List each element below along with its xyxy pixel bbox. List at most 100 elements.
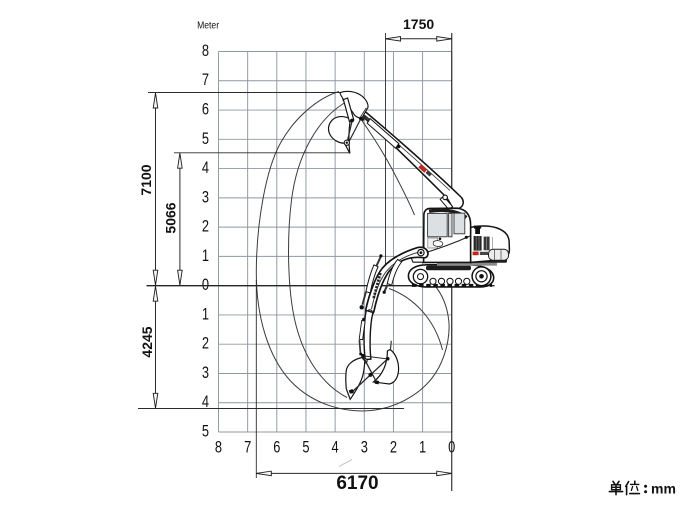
y-axis-labels: 8 7 6 5 4 3 2 1 0 1 2 3 4 5 bbox=[202, 43, 209, 441]
dimension-arrow bbox=[436, 35, 452, 42]
dimension-value-6170: 6170 bbox=[336, 473, 378, 494]
pin-dot bbox=[361, 118, 365, 121]
x-axis-label: 4 bbox=[332, 439, 339, 457]
detail-circle bbox=[417, 273, 424, 281]
windshield bbox=[427, 212, 448, 238]
dimension-value-5066: 5066 bbox=[163, 202, 179, 233]
working-envelope-curves bbox=[255, 91, 450, 412]
machine-detail-line bbox=[348, 118, 362, 143]
dimension-4245: 4245 bbox=[138, 286, 404, 409]
machine-part bbox=[386, 258, 403, 286]
x-axis-label: 7 bbox=[244, 439, 251, 457]
pin-dot bbox=[362, 317, 366, 321]
y-axis-label: 3 bbox=[202, 189, 209, 207]
detail-rect bbox=[473, 236, 482, 251]
boom-logo-text bbox=[425, 170, 432, 177]
detail-circle bbox=[454, 277, 463, 285]
machine-part bbox=[366, 117, 400, 149]
machine-part bbox=[327, 115, 352, 154]
pin-dot bbox=[379, 254, 383, 258]
x-axis-label: 6 bbox=[273, 439, 280, 457]
dimension-arrow bbox=[256, 470, 272, 477]
hanzi-dan bbox=[608, 480, 624, 496]
dimension-arrow bbox=[152, 92, 159, 109]
fullwidth-colon bbox=[644, 484, 648, 494]
dimension-5066: 5066 bbox=[163, 152, 350, 286]
boom-logo bbox=[418, 164, 432, 177]
x-axis-label: 1 bbox=[419, 439, 426, 457]
y-axis-label: 4 bbox=[202, 160, 209, 178]
detail-line bbox=[616, 480, 620, 485]
exhaust-stack bbox=[475, 228, 480, 234]
detail-line bbox=[375, 256, 382, 267]
envelope-inner-arc bbox=[288, 101, 348, 398]
detail-line bbox=[635, 485, 639, 492]
dimension-7100: 7100 bbox=[138, 92, 346, 286]
track-frame-band bbox=[426, 265, 471, 271]
dimension-arrow bbox=[152, 286, 159, 302]
boom-cylinder-lowered bbox=[382, 258, 403, 294]
pin-dot bbox=[359, 305, 364, 310]
road-wheels bbox=[429, 277, 471, 285]
engine-vents bbox=[473, 236, 490, 252]
machine-detail-line bbox=[360, 107, 367, 118]
x-axis-label: 2 bbox=[390, 439, 397, 457]
machine-detail-line bbox=[363, 355, 388, 360]
detail-circle bbox=[442, 194, 448, 201]
machine-detail-line bbox=[389, 340, 392, 351]
pin-dot bbox=[361, 353, 365, 358]
detail-circle bbox=[644, 484, 648, 488]
machine-detail-line bbox=[346, 120, 353, 142]
y-axis-label: 5 bbox=[202, 423, 209, 441]
dimension-6170: 6170 bbox=[255, 280, 452, 494]
machine-part bbox=[371, 348, 400, 385]
machine-part bbox=[363, 309, 374, 361]
dimension-1750: 1750 bbox=[385, 16, 452, 268]
y-axis-label: 1 bbox=[202, 247, 209, 265]
y-axis-label: 4 bbox=[202, 394, 209, 412]
detail-line bbox=[358, 339, 362, 353]
y-axis-label: 2 bbox=[202, 335, 209, 353]
axis-unit-label: Meter bbox=[197, 20, 220, 32]
y-axis-label: 7 bbox=[202, 72, 209, 90]
boom-logo-red bbox=[418, 164, 428, 173]
pin-dot bbox=[396, 144, 401, 149]
dimension-arrow bbox=[436, 470, 452, 477]
dimension-arrow bbox=[177, 153, 183, 169]
body-logo-red bbox=[472, 251, 479, 256]
door-handle bbox=[438, 237, 442, 241]
pin-dot bbox=[345, 141, 348, 144]
pin-dot bbox=[385, 356, 390, 361]
x-axis-label: 5 bbox=[302, 439, 309, 457]
detail-circle bbox=[644, 490, 648, 494]
dimension-arrow bbox=[152, 392, 159, 409]
exhaust-cap bbox=[474, 225, 482, 229]
rear-body bbox=[469, 225, 511, 264]
pin-dot bbox=[368, 372, 373, 377]
detail-rect bbox=[448, 212, 453, 238]
dimension-value-7100: 7100 bbox=[138, 164, 154, 195]
buckets-lowered bbox=[345, 340, 400, 401]
tracks bbox=[407, 264, 495, 288]
machine-detail-line bbox=[345, 388, 351, 400]
envelope-bottom-right-arc bbox=[388, 288, 443, 351]
arm-and-buckets-raised bbox=[327, 90, 369, 154]
cab bbox=[420, 207, 472, 264]
pin-dot bbox=[464, 235, 468, 239]
boom-brand-text bbox=[372, 272, 382, 300]
grid bbox=[218, 51, 453, 433]
y-axis-label: 6 bbox=[202, 101, 209, 119]
machine-part bbox=[345, 356, 366, 401]
pin-dot bbox=[419, 251, 423, 255]
dimension-value-1750: 1750 bbox=[403, 16, 434, 32]
machine-detail-line bbox=[362, 355, 378, 384]
body-model-text bbox=[479, 251, 489, 255]
dimension-arrow bbox=[177, 269, 183, 286]
excavator-drawing bbox=[327, 90, 511, 401]
dimension-arrow bbox=[152, 269, 159, 286]
door-window bbox=[453, 212, 466, 235]
counterweight-cylinder bbox=[488, 248, 509, 261]
unit-note: mm bbox=[608, 480, 676, 496]
detail-line bbox=[361, 291, 367, 306]
